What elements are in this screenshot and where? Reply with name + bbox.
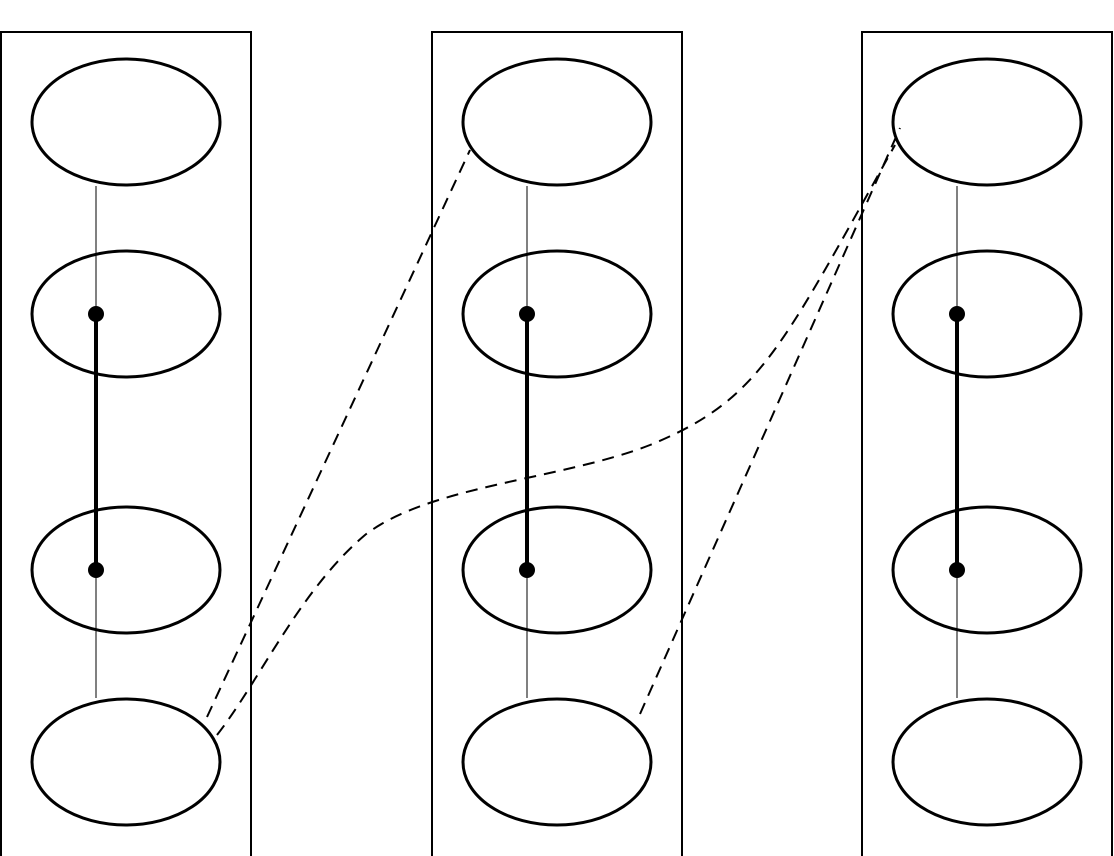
column-3-node-2 [891, 249, 1083, 379]
column-1-dot-top [88, 306, 104, 322]
column-3-node-1 [891, 57, 1083, 187]
column-2-node-4 [461, 697, 653, 827]
column-3-node-3 [891, 505, 1083, 635]
column-2 [431, 31, 683, 856]
column-2-dot-top [519, 306, 535, 322]
column-2-node-1 [461, 57, 653, 187]
column-2-dot-bottom [519, 562, 535, 578]
column-3-node-4 [891, 697, 1083, 827]
column-3-frame [861, 31, 1113, 856]
column-2-frame [431, 31, 683, 856]
column-1-frame [0, 31, 252, 856]
column-1-node-1 [30, 57, 222, 187]
column-2-node-3 [461, 505, 653, 635]
column-3-dot-bottom [949, 562, 965, 578]
column-1 [0, 31, 252, 856]
dashed-links [206, 127, 901, 736]
column-2-node-2 [461, 249, 653, 379]
dashed-link-c1n4-c2n1 [206, 149, 471, 718]
dashed-link-c1n4-c3n1 [216, 144, 896, 736]
column-3-dot-top [949, 306, 965, 322]
column-1-node-3 [30, 505, 222, 635]
column-3 [861, 31, 1113, 856]
column-1-node-4 [30, 697, 222, 827]
column-1-node-2 [30, 249, 222, 379]
dashed-link-c2n4-c3n1 [639, 127, 901, 715]
column-1-dot-bottom [88, 562, 104, 578]
